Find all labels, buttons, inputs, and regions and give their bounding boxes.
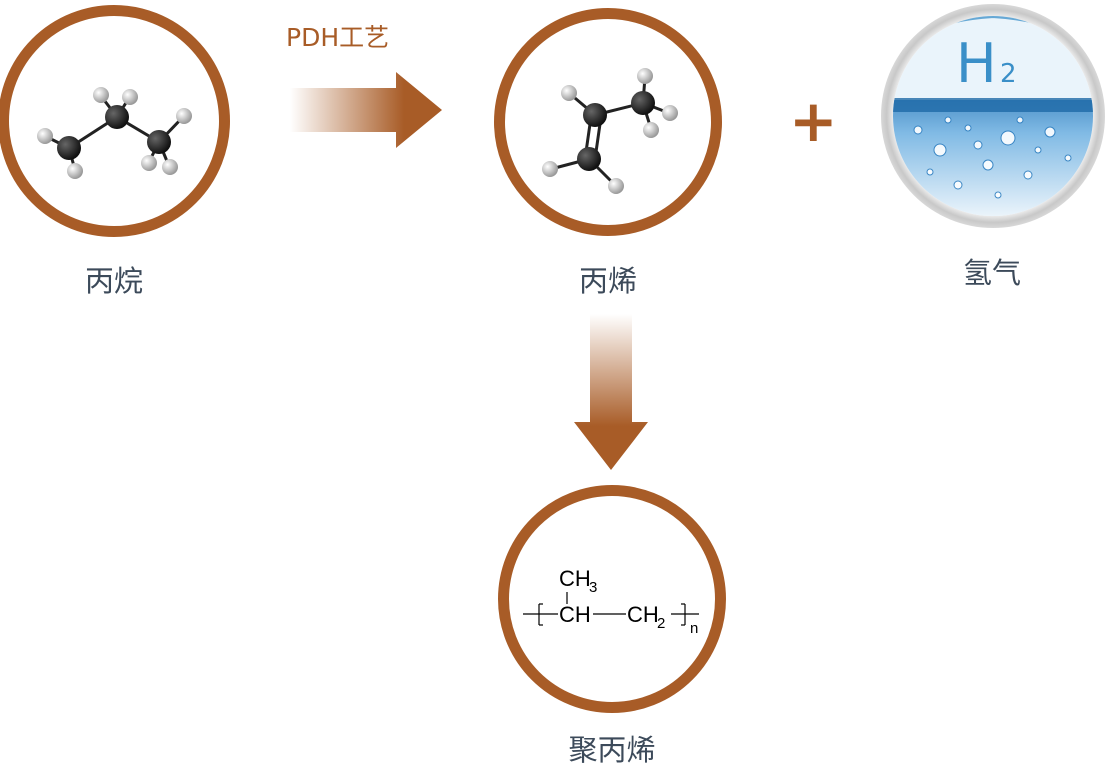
propylene-label: 丙烯	[578, 264, 637, 298]
formula-main-ch: CH	[559, 602, 591, 627]
propane-node	[0, 5, 230, 237]
propane-label: 丙烷	[84, 264, 143, 298]
hydrogen-sphere-icon: H 2	[881, 4, 1105, 228]
hydrogen-symbol: H	[956, 32, 997, 95]
polypropylene-node: CH 3 CH CH 2 n	[498, 485, 726, 713]
polypropylene-formula: CH 3 CH CH 2 n	[523, 566, 699, 637]
formula-top-sub: 3	[589, 579, 597, 596]
hydrogen-subscript: 2	[1000, 59, 1017, 89]
hydrogen-label: 氢气	[962, 256, 1021, 290]
formula-right-ch: CH	[627, 602, 659, 627]
propylene-molecule-icon	[542, 68, 678, 194]
right-arrow-icon	[290, 72, 442, 148]
process-label: PDH工艺	[286, 23, 390, 52]
formula-top-ch: CH	[559, 566, 591, 591]
formula-right-sub: 2	[657, 615, 665, 632]
formula-repeat-n: n	[690, 620, 698, 637]
plus-sign: +	[789, 87, 838, 155]
down-arrow-icon	[574, 314, 648, 470]
propylene-node	[494, 8, 722, 236]
propane-molecule-icon	[37, 87, 192, 179]
polypropylene-label: 聚丙烯	[568, 733, 656, 767]
